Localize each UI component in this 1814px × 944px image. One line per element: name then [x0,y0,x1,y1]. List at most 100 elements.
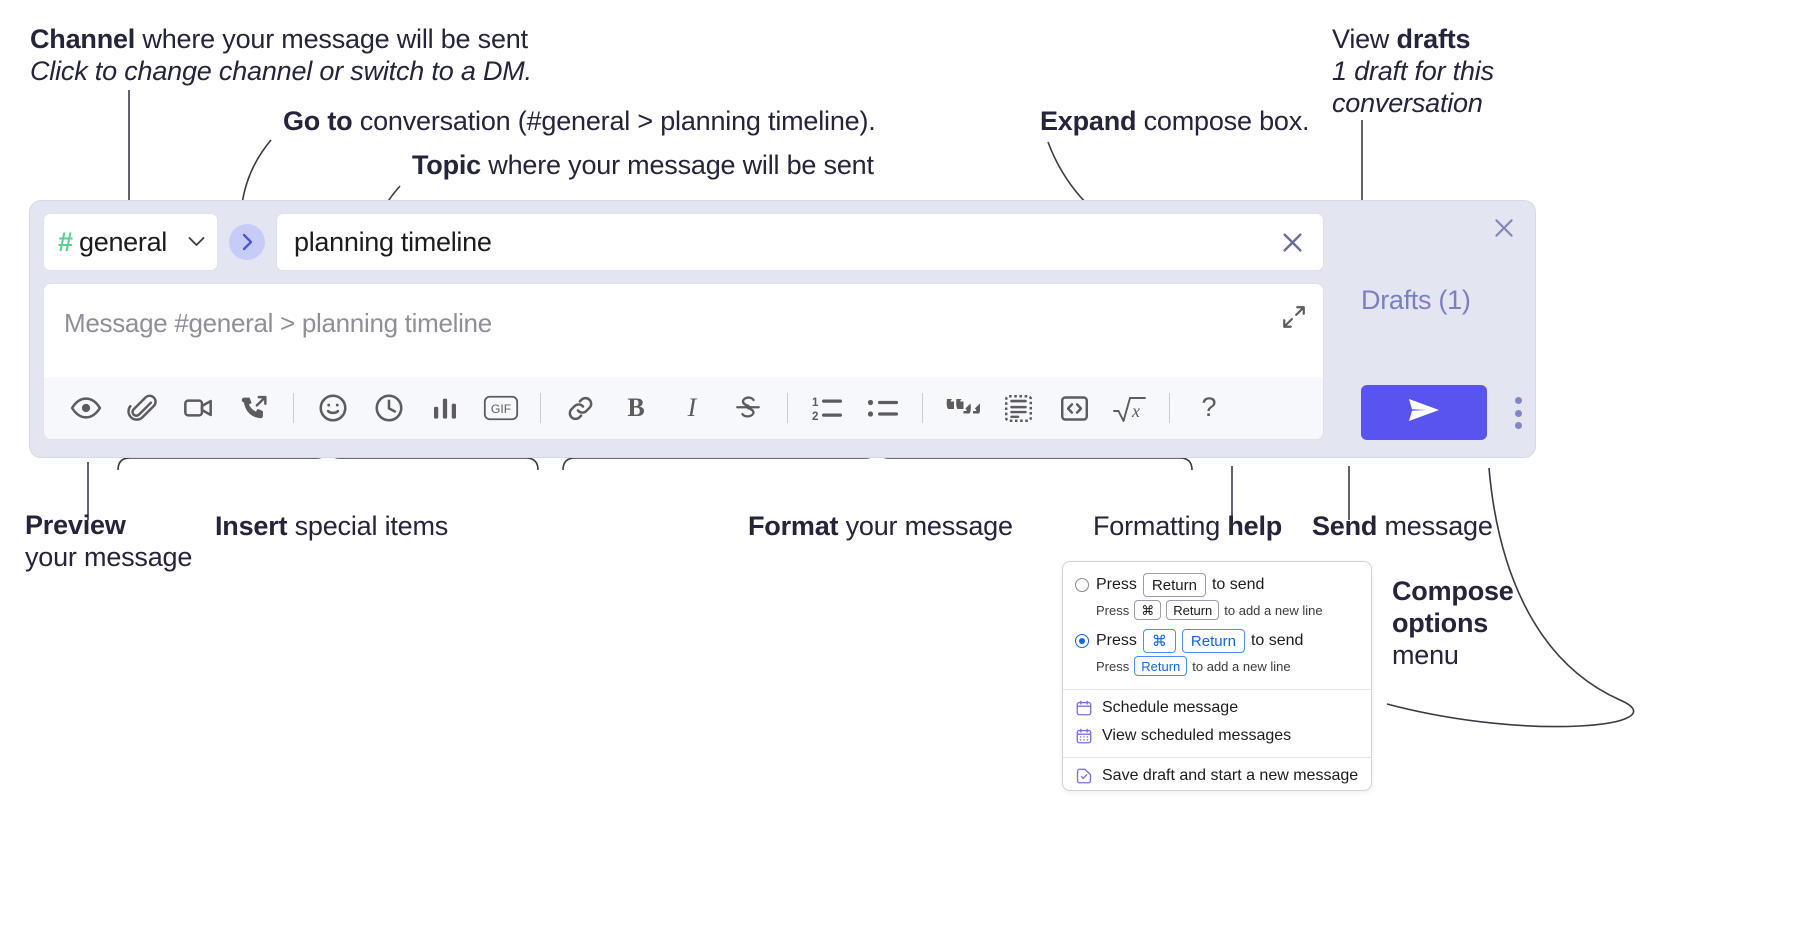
opt-post: to send [1250,632,1304,649]
message-placeholder: Message #general > planning timeline [64,308,492,338]
send-option-return[interactable]: Press Return to send [1063,570,1371,597]
calendar-icon [1075,699,1093,717]
callout-preview-bold: Preview [25,510,126,540]
callout-topic-bold: Topic [412,150,481,180]
menu-item-label: View scheduled messages [1102,727,1292,744]
preview-icon[interactable] [64,386,108,430]
callout-send-rest: message [1377,511,1493,541]
callout-drafts-pre: View [1332,24,1397,54]
send-option-cmd-return-sub: Press Return to add a new line [1063,653,1371,682]
opt-pre: Press [1096,576,1137,593]
channel-picker[interactable]: # general [43,213,218,271]
svg-text:I: I [687,393,698,422]
bulleted-list-icon[interactable] [861,386,905,430]
topic-input[interactable]: planning timeline [276,213,1324,271]
more-options-vertical-icon[interactable] [1507,393,1529,433]
callout-send: Send message [1312,511,1493,543]
callout-format-rest: your message [838,511,1013,541]
callout-channel-rest: where your message will be sent [135,24,528,54]
menu-divider [1063,757,1371,758]
callout-insert-rest: special items [287,511,449,541]
strikethrough-icon[interactable] [726,386,770,430]
drafts-link[interactable]: Drafts (1) [1361,285,1471,315]
compose-main-column: # general planning timeline [43,213,1324,440]
chevron-down-icon [188,234,205,251]
go-to-conversation-button[interactable] [229,224,265,260]
opt-sub-post: to add a new line [1192,658,1291,674]
help-question-icon[interactable]: ? [1187,386,1231,430]
callout-format: Format your message [748,511,1013,543]
clock-icon[interactable] [367,386,411,430]
attachment-icon[interactable] [120,386,164,430]
close-icon[interactable] [1487,211,1521,245]
send-option-return-label: Press Return to send [1096,573,1264,597]
callout-compose-rest: menu [1392,639,1459,670]
callout-help: Formatting help [1093,511,1282,543]
compose-box: # general planning timeline [29,200,1536,458]
bold-icon[interactable]: B [614,386,658,430]
expand-icon[interactable] [1277,300,1311,334]
formatting-toolbar: GIF B [44,377,1323,439]
svg-text:1: 1 [812,397,819,409]
radio-unselected-icon[interactable] [1075,578,1089,592]
menu-item-save-draft[interactable]: Save draft and start a new message [1063,762,1371,790]
key-return: Return [1142,573,1206,597]
gif-icon[interactable]: GIF [479,386,523,430]
emoji-icon[interactable] [311,386,355,430]
code-icon[interactable] [1052,386,1096,430]
math-icon[interactable]: x [1108,386,1152,430]
callout-drafts-italic: 1 draft for this conversation [1332,55,1494,118]
opt-sub-pre: Press [1096,602,1130,618]
blockquote-icon[interactable] [940,386,984,430]
radio-selected-icon[interactable] [1075,634,1089,648]
key-return: Return [1166,600,1220,620]
callout-format-bold: Format [748,511,839,541]
callout-channel-bold: Channel [30,24,136,54]
bar-chart-icon[interactable] [423,386,467,430]
compose-options-menu: Press Return to send Press ⌘ Return to a… [1062,561,1372,791]
close-icon[interactable] [1271,221,1313,263]
callout-expand-rest: compose box. [1136,106,1310,136]
topic-value: planning timeline [294,226,492,257]
callout-send-bold: Send [1312,511,1378,541]
video-camera-icon[interactable] [176,386,220,430]
callout-insert-bold: Insert [215,511,288,541]
send-button[interactable] [1361,385,1487,440]
menu-item-label: Schedule message [1102,699,1239,716]
send-paper-plane-icon [1405,395,1443,430]
callout-goto-rest: conversation (#general > planning timeli… [352,106,876,136]
menu-divider [1063,689,1371,690]
phone-forward-icon[interactable] [232,386,276,430]
callout-insert: Insert special items [215,511,448,543]
send-option-return-sub: Press ⌘ Return to add a new line [1063,597,1371,626]
message-input-area[interactable]: Message #general > planning timeline [43,283,1324,440]
svg-text:B: B [627,393,644,422]
svg-text:x: x [1131,401,1140,421]
toolbar-separator [293,393,294,423]
callout-drafts: View drafts 1 draft for this conversatio… [1332,24,1562,120]
callout-topic: Topic where your message will be sent [412,150,874,182]
svg-text:2: 2 [812,411,818,423]
code-block-icon[interactable] [996,386,1040,430]
key-return: Return [1134,656,1188,676]
compose-header-row: # general planning timeline [43,213,1324,271]
menu-item-view-scheduled-messages[interactable]: View scheduled messages [1063,722,1371,750]
send-option-cmd-return[interactable]: Press ⌘ Return to send [1063,626,1371,653]
callout-expand: Expand compose box. [1040,106,1310,138]
hash-icon: # [58,226,73,257]
chevron-right-icon [241,233,254,251]
ordered-list-icon[interactable]: 1 2 [805,386,849,430]
save-draft-icon [1075,767,1093,785]
link-icon[interactable] [558,386,602,430]
italic-icon[interactable]: I [670,386,714,430]
calendar-grid-icon [1075,727,1093,745]
toolbar-separator [787,393,788,423]
callout-help-bold: help [1227,511,1283,541]
key-command: ⌘ [1142,629,1176,653]
callout-goto: Go to conversation (#general > planning … [283,106,876,138]
opt-post: to send [1211,576,1265,593]
channel-name: general [79,226,168,257]
menu-item-schedule-message[interactable]: Schedule message [1063,694,1371,722]
